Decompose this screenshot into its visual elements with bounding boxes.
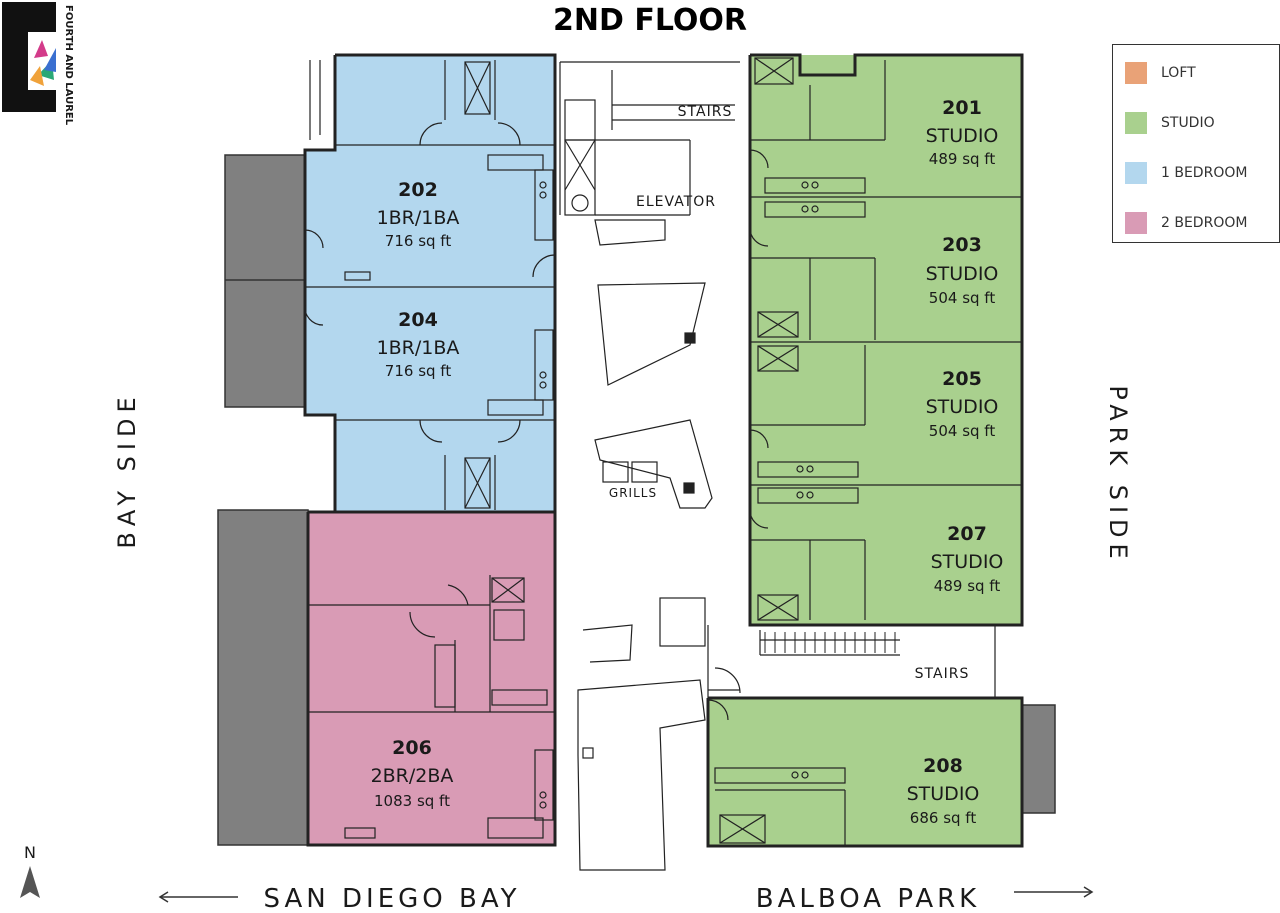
gray-block-1 bbox=[224, 154, 306, 408]
svg-text:489 sq ft: 489 sq ft bbox=[929, 150, 996, 168]
unit-204-label: 204 1BR/1BA 716 sq ft bbox=[377, 309, 460, 380]
grills-label: GRILLS bbox=[609, 486, 657, 500]
svg-text:STUDIO: STUDIO bbox=[926, 125, 999, 147]
svg-text:202: 202 bbox=[398, 179, 438, 201]
stair-treads-bottom bbox=[764, 632, 896, 653]
legend-label: LOFT bbox=[1161, 65, 1196, 81]
legend-swatch-studio bbox=[1125, 112, 1147, 134]
svg-text:STUDIO: STUDIO bbox=[907, 783, 980, 805]
svg-text:STUDIO: STUDIO bbox=[926, 396, 999, 418]
park-side-label: PARK SIDE bbox=[1104, 385, 1132, 564]
unit-zone-two-bedroom bbox=[308, 512, 555, 845]
unit-207-label: 207 STUDIO 489 sq ft bbox=[931, 523, 1004, 595]
legend-swatch-loft bbox=[1125, 62, 1147, 84]
svg-text:STUDIO: STUDIO bbox=[931, 551, 1004, 573]
north-arrow-icon bbox=[20, 866, 40, 898]
svg-text:205: 205 bbox=[942, 368, 982, 390]
north-label: N bbox=[24, 843, 36, 862]
unit-202-label: 202 1BR/1BA 716 sq ft bbox=[377, 179, 460, 250]
legend-item-one-bedroom: 1 BEDROOM bbox=[1125, 162, 1247, 184]
svg-text:204: 204 bbox=[398, 309, 438, 331]
svg-text:203: 203 bbox=[942, 234, 982, 256]
balboa-park-label: BALBOA PARK bbox=[756, 884, 980, 913]
unit-zone-studio bbox=[708, 55, 1022, 846]
svg-text:STUDIO: STUDIO bbox=[926, 263, 999, 285]
stairs-top-label: STAIRS bbox=[678, 104, 733, 120]
left-direction: SAN DIEGO BAY bbox=[158, 884, 521, 913]
stairs-bottom-label: STAIRS bbox=[915, 666, 970, 682]
svg-text:207: 207 bbox=[947, 523, 987, 545]
bay-side-label: BAY SIDE bbox=[113, 391, 141, 548]
logo-text: FOURTH AND LAUREL bbox=[63, 5, 74, 126]
san-diego-bay-label: SAN DIEGO BAY bbox=[264, 884, 521, 913]
logo: FOURTH AND LAUREL bbox=[2, 2, 74, 126]
svg-text:206: 206 bbox=[392, 737, 432, 759]
right-direction: BALBOA PARK bbox=[756, 884, 1094, 913]
svg-text:716 sq ft: 716 sq ft bbox=[385, 232, 452, 250]
legend: LOFT STUDIO 1 BEDROOM 2 BEDROOM bbox=[1112, 44, 1280, 243]
svg-text:1083 sq ft: 1083 sq ft bbox=[374, 792, 450, 810]
unit-zone-one-bedroom bbox=[305, 55, 555, 512]
unit-203-label: 203 STUDIO 504 sq ft bbox=[926, 234, 999, 307]
unit-206-label: 206 2BR/2BA 1083 sq ft bbox=[371, 737, 454, 810]
legend-swatch-two-bedroom bbox=[1125, 212, 1147, 234]
gray-block-3 bbox=[1021, 704, 1056, 814]
legend-item-studio: STUDIO bbox=[1125, 112, 1215, 134]
svg-text:1BR/1BA: 1BR/1BA bbox=[377, 337, 460, 359]
unit-208-label: 208 STUDIO 686 sq ft bbox=[907, 755, 980, 827]
legend-label: 1 BEDROOM bbox=[1161, 165, 1248, 181]
unit-205-label: 205 STUDIO 504 sq ft bbox=[926, 368, 999, 440]
legend-item-two-bedroom: 2 BEDROOM bbox=[1125, 212, 1247, 234]
svg-text:208: 208 bbox=[923, 755, 963, 777]
svg-text:2BR/2BA: 2BR/2BA bbox=[371, 765, 454, 787]
svg-text:716 sq ft: 716 sq ft bbox=[385, 362, 452, 380]
svg-text:201: 201 bbox=[942, 97, 982, 119]
interior-lines-one-bedroom bbox=[304, 60, 556, 510]
gray-block-2 bbox=[217, 509, 309, 846]
legend-swatch-one-bedroom bbox=[1125, 162, 1147, 184]
legend-item-loft: LOFT bbox=[1125, 62, 1196, 84]
svg-text:489 sq ft: 489 sq ft bbox=[934, 577, 1001, 595]
central-core bbox=[559, 61, 900, 871]
legend-label: STUDIO bbox=[1161, 115, 1215, 131]
legend-label: 2 BEDROOM bbox=[1161, 215, 1248, 231]
interior-lines-two-bedroom bbox=[308, 575, 555, 839]
elevator-label: ELEVATOR bbox=[636, 194, 716, 210]
unit-201-label: 201 STUDIO 489 sq ft bbox=[926, 97, 999, 168]
interior-lines-studio bbox=[707, 57, 886, 846]
floor-title: 2ND FLOOR bbox=[553, 3, 747, 38]
svg-text:504 sq ft: 504 sq ft bbox=[929, 289, 996, 307]
svg-text:686 sq ft: 686 sq ft bbox=[910, 809, 977, 827]
svg-text:504 sq ft: 504 sq ft bbox=[929, 422, 996, 440]
svg-text:1BR/1BA: 1BR/1BA bbox=[377, 207, 460, 229]
